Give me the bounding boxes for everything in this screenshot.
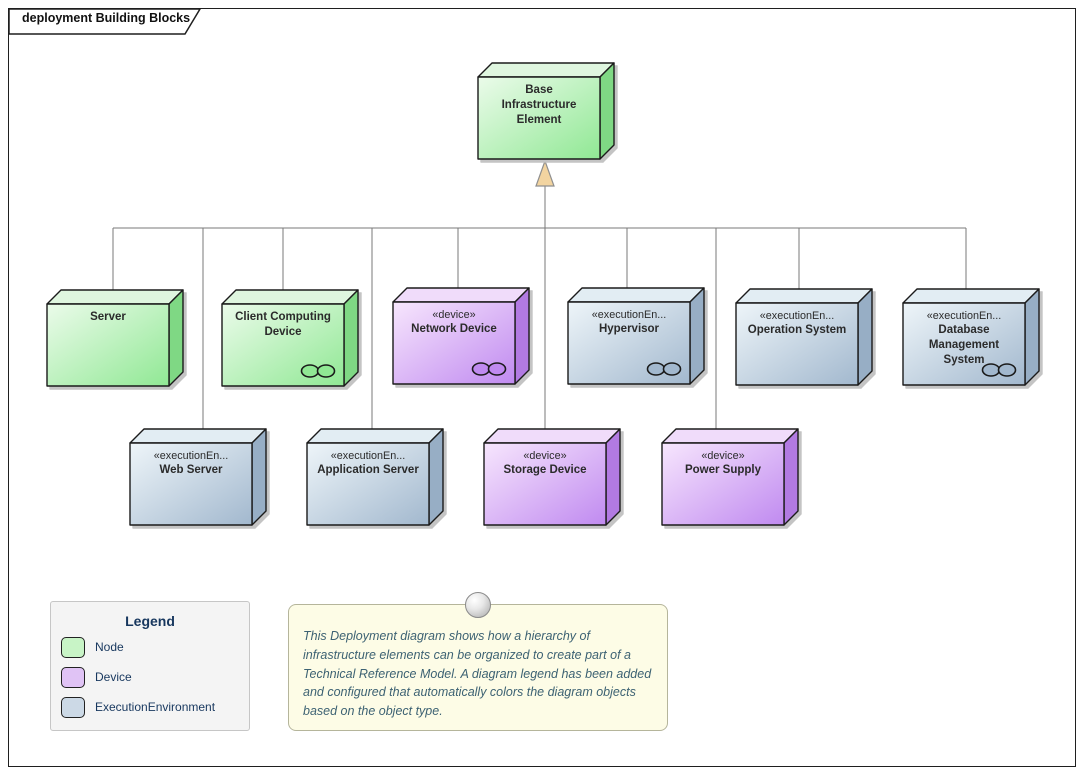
node-top-face bbox=[567, 287, 705, 303]
node-front-face bbox=[567, 301, 691, 385]
legend-label-device: Device bbox=[95, 670, 132, 684]
legend-swatch-device bbox=[61, 666, 85, 688]
node-front-face bbox=[46, 303, 170, 387]
node-front-face bbox=[392, 301, 516, 385]
node-top-face bbox=[392, 287, 530, 303]
node-side-face bbox=[1024, 288, 1040, 386]
node-top-face bbox=[306, 428, 444, 444]
node-front-face bbox=[902, 302, 1026, 386]
generalization-tree-connector[interactable] bbox=[112, 159, 967, 429]
tab-shape bbox=[8, 8, 202, 35]
generalization-arrow-icon bbox=[535, 159, 555, 187]
diagram-title: deployment Building Blocks bbox=[22, 11, 191, 25]
node-front-face bbox=[483, 442, 607, 526]
node-front-face bbox=[735, 302, 859, 386]
legend-swatch-node bbox=[61, 636, 85, 658]
note-text: This Deployment diagram shows how a hier… bbox=[303, 629, 652, 718]
legend-label-node: Node bbox=[95, 640, 124, 654]
uml-node-storage-device[interactable] bbox=[483, 428, 621, 526]
node-side-face bbox=[857, 288, 873, 386]
node-side-face bbox=[251, 428, 267, 526]
uml-node-operation-system[interactable] bbox=[735, 288, 873, 386]
node-top-face bbox=[735, 288, 873, 304]
diagram-frame bbox=[8, 8, 1076, 767]
uml-node-client-computing-device[interactable] bbox=[221, 289, 359, 387]
node-top-face bbox=[902, 288, 1040, 304]
legend-label-execution-environment: ExecutionEnvironment bbox=[95, 700, 216, 714]
node-side-face bbox=[514, 287, 530, 385]
uml-node-server[interactable] bbox=[46, 289, 184, 387]
node-top-face bbox=[477, 62, 615, 78]
legend-title: Legend bbox=[125, 613, 175, 629]
node-side-face bbox=[168, 289, 184, 387]
legend-item-node: Node bbox=[61, 635, 249, 659]
diagram-note[interactable]: This Deployment diagram shows how a hier… bbox=[288, 592, 668, 731]
node-top-face bbox=[221, 289, 359, 305]
legend-item-device: Device bbox=[61, 665, 249, 689]
node-front-face bbox=[477, 76, 601, 160]
legend-swatch-execution-environment bbox=[61, 696, 85, 718]
node-side-face bbox=[689, 287, 705, 385]
node-front-face bbox=[129, 442, 253, 526]
node-front-face bbox=[221, 303, 345, 387]
diagram-legend[interactable]: Legend Node Device ExecutionEnvironment bbox=[50, 601, 250, 731]
node-side-face bbox=[343, 289, 359, 387]
uml-node-base-infrastructure-element[interactable] bbox=[477, 62, 615, 160]
uml-node-database-management-system[interactable] bbox=[902, 288, 1040, 386]
node-front-face bbox=[661, 442, 785, 526]
node-side-face bbox=[599, 62, 615, 160]
uml-node-hypervisor[interactable] bbox=[567, 287, 705, 385]
uml-node-network-device[interactable] bbox=[392, 287, 530, 385]
node-top-face bbox=[483, 428, 621, 444]
node-layer bbox=[46, 62, 1040, 526]
uml-node-web-server[interactable] bbox=[129, 428, 267, 526]
node-top-face bbox=[661, 428, 799, 444]
node-top-face bbox=[129, 428, 267, 444]
node-side-face bbox=[783, 428, 799, 526]
uml-node-power-supply[interactable] bbox=[661, 428, 799, 526]
diagram-title-tab bbox=[8, 8, 202, 35]
node-front-face bbox=[306, 442, 430, 526]
node-top-face bbox=[46, 289, 184, 305]
legend-item-execution-environment: ExecutionEnvironment bbox=[61, 695, 249, 719]
node-side-face bbox=[605, 428, 621, 526]
node-side-face bbox=[428, 428, 444, 526]
uml-node-application-server[interactable] bbox=[306, 428, 444, 526]
note-pin-icon bbox=[465, 592, 491, 618]
